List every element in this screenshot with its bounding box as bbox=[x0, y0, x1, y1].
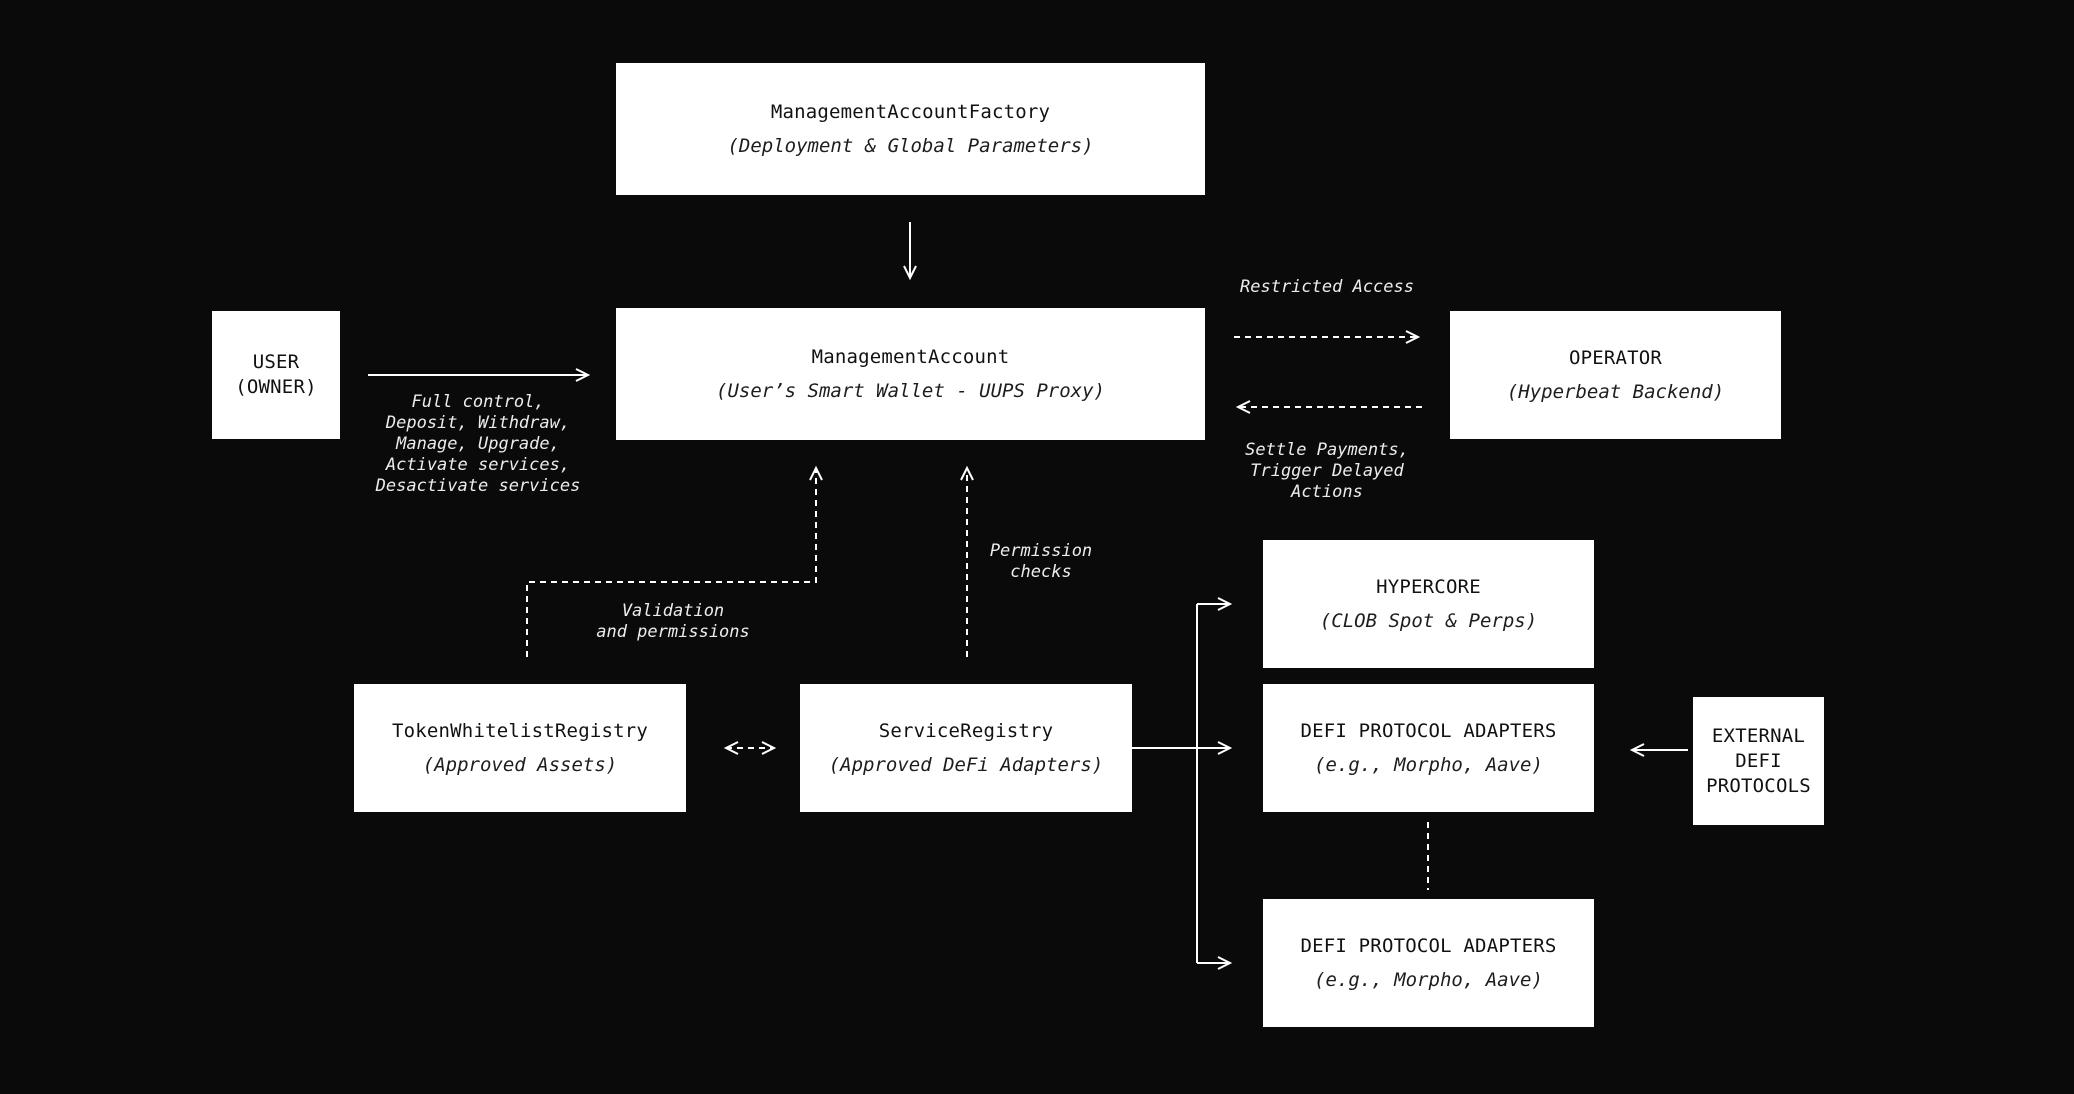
node-title: TokenWhitelistRegistry bbox=[391, 719, 649, 742]
node-service-registry: ServiceRegistry (Approved DeFi Adapters) bbox=[800, 684, 1132, 812]
node-management-account-factory: ManagementAccountFactory (Deployment & G… bbox=[616, 63, 1205, 195]
node-title: DEFI PROTOCOL ADAPTERS bbox=[1300, 934, 1557, 957]
node-subtitle: (CLOB Spot & Perps) bbox=[1319, 609, 1538, 632]
label-restricted-access: Restricted Access bbox=[1240, 277, 1414, 297]
node-subtitle: (Deployment & Global Parameters) bbox=[727, 134, 1094, 157]
node-user-owner: USER (OWNER) bbox=[212, 311, 340, 439]
node-external-defi-protocols: EXTERNAL DEFI PROTOCOLS bbox=[1693, 697, 1824, 825]
node-defi-protocol-adapters-mid: DEFI PROTOCOL ADAPTERS (e.g., Morpho, Aa… bbox=[1263, 684, 1594, 812]
connector-service-registry-branch bbox=[1132, 604, 1198, 963]
node-title: USER (OWNER) bbox=[235, 351, 317, 398]
node-hypercore: HYPERCORE (CLOB Spot & Perps) bbox=[1263, 540, 1594, 668]
label-permission-checks: Permission checks bbox=[989, 541, 1093, 582]
node-title: OPERATOR bbox=[1568, 346, 1663, 369]
node-subtitle: (e.g., Morpho, Aave) bbox=[1314, 753, 1543, 776]
node-title: DEFI PROTOCOL ADAPTERS bbox=[1300, 719, 1557, 742]
node-subtitle: (Hyperbeat Backend) bbox=[1506, 380, 1725, 403]
node-title: ManagementAccountFactory bbox=[770, 100, 1051, 123]
node-subtitle: (e.g., Morpho, Aave) bbox=[1314, 968, 1543, 991]
node-title: ServiceRegistry bbox=[878, 719, 1054, 742]
node-title: EXTERNAL DEFI PROTOCOLS bbox=[1706, 724, 1811, 797]
node-token-whitelist-registry: TokenWhitelistRegistry (Approved Assets) bbox=[354, 684, 686, 812]
node-management-account: ManagementAccount (User’s Smart Wallet -… bbox=[616, 308, 1205, 440]
node-title: HYPERCORE bbox=[1376, 575, 1481, 598]
node-defi-protocol-adapters-bottom: DEFI PROTOCOL ADAPTERS (e.g., Morpho, Aa… bbox=[1263, 899, 1594, 1027]
node-subtitle: (User’s Smart Wallet - UUPS Proxy) bbox=[716, 379, 1105, 402]
label-user-permissions: Full control, Deposit, Withdraw, Manage,… bbox=[375, 392, 581, 496]
label-validation-permissions: Validation and permissions bbox=[596, 601, 750, 642]
label-settle-payments: Settle Payments, Trigger Delayed Actions bbox=[1245, 440, 1409, 502]
node-title: ManagementAccount bbox=[811, 345, 1010, 368]
node-subtitle: (Approved DeFi Adapters) bbox=[828, 753, 1104, 776]
node-operator: OPERATOR (Hyperbeat Backend) bbox=[1450, 311, 1781, 439]
arrow-validation-permissions bbox=[526, 465, 823, 657]
node-subtitle: (Approved Assets) bbox=[422, 753, 618, 776]
